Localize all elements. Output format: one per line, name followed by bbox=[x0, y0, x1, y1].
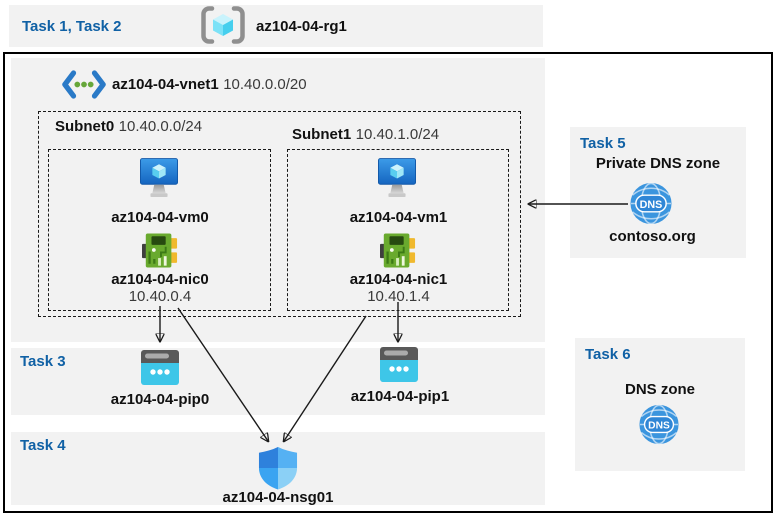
nic1-ip: 10.40.1.4 bbox=[367, 288, 430, 305]
vnet-name: az104-04-vnet1 bbox=[112, 76, 219, 93]
task3-label: Task 3 bbox=[20, 353, 66, 370]
private-dns-icon-text: DNS bbox=[640, 199, 663, 211]
nic1-icon bbox=[380, 232, 416, 269]
vm0-name: az104-04-vm0 bbox=[111, 209, 209, 226]
pip1-name: az104-04-pip1 bbox=[350, 388, 450, 405]
subnet1-title: Subnet1 10.40.1.0/24 bbox=[292, 126, 439, 144]
vnet-title: az104-04-vnet1 10.40.0.0/20 bbox=[112, 76, 307, 94]
dns-zone-title: DNS zone bbox=[624, 381, 695, 398]
subnet0-label: Subnet0 bbox=[55, 118, 115, 135]
dns-zone-icon-text: DNS bbox=[648, 421, 670, 432]
subnet1-cidr: 10.40.1.0/24 bbox=[355, 126, 440, 143]
nic0-ip: 10.40.0.4 bbox=[128, 288, 192, 305]
task12-label: Task 1, Task 2 bbox=[22, 18, 122, 35]
pip1-icon bbox=[380, 347, 418, 383]
subnets-container bbox=[38, 111, 521, 317]
nic0-name: az104-04-nic0 bbox=[111, 271, 209, 288]
nsg-icon bbox=[256, 446, 300, 490]
vm1-icon bbox=[378, 158, 416, 200]
subnet1-label: Subnet1 bbox=[292, 126, 352, 143]
nic1-name: az104-04-nic1 bbox=[349, 271, 448, 288]
subnet0-cidr: 10.40.0.0/24 bbox=[118, 118, 203, 135]
private-dns-zone-name: contoso.org bbox=[609, 228, 696, 245]
nic0-icon bbox=[142, 232, 178, 269]
resource-group-name: az104-04-rg1 bbox=[256, 18, 347, 35]
private-dns-icon: DNS bbox=[630, 182, 672, 225]
vnet-panel bbox=[11, 58, 545, 342]
task6-label: Task 6 bbox=[585, 346, 631, 363]
vnet-cidr: 10.40.0.0/20 bbox=[223, 76, 307, 93]
private-dns-zone-title: Private DNS zone bbox=[595, 155, 721, 172]
vm0-icon bbox=[140, 158, 178, 200]
task5-label: Task 5 bbox=[580, 135, 626, 152]
resource-group-icon bbox=[200, 6, 246, 44]
pip0-icon bbox=[141, 350, 179, 386]
task4-band: Task 4 bbox=[11, 432, 545, 505]
dns-zone-icon: DNS bbox=[639, 404, 679, 445]
task6-box: Task 6 bbox=[575, 338, 745, 471]
virtual-network-icon bbox=[62, 70, 106, 99]
pip0-name: az104-04-pip0 bbox=[110, 391, 210, 408]
task12-band: Task 1, Task 2 bbox=[9, 5, 543, 47]
task3-band: Task 3 bbox=[11, 348, 545, 415]
task4-label: Task 4 bbox=[20, 437, 66, 454]
subnet0-title: Subnet0 10.40.0.0/24 bbox=[55, 118, 202, 136]
nsg-name: az104-04-nsg01 bbox=[222, 489, 334, 506]
vm1-name: az104-04-vm1 bbox=[349, 209, 448, 226]
